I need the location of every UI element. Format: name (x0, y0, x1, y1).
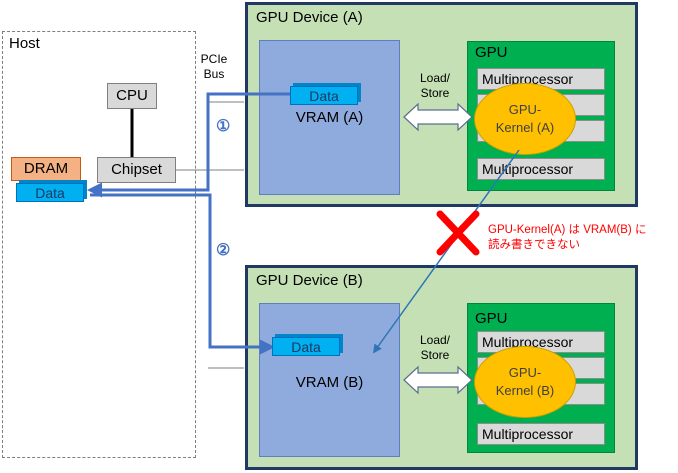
gpu-kernel-a-line2: Kernel (A) (495, 120, 555, 135)
multiprocessor-a-top-label: Multiprocessor (482, 71, 574, 87)
cpu-label: CPU (116, 87, 148, 104)
gpu-kernel-b (474, 346, 576, 418)
dram-box (11, 157, 81, 181)
gpu-b-label: GPU (475, 310, 508, 327)
gpu-device-b-title: GPU Device (B) (256, 272, 363, 289)
error-note-line2: 読み書きできない (488, 239, 580, 251)
load-store-a-line2: Store (420, 86, 450, 100)
multiprocessor-b-bottom-label: Multiprocessor (482, 426, 574, 442)
host-box (2, 31, 196, 458)
dram-label: DRAM (23, 160, 69, 177)
host-title: Host (9, 35, 40, 52)
chipset-box (97, 157, 176, 183)
vram-a-data-block (290, 86, 358, 105)
gpu-device-a-title: GPU Device (A) (256, 9, 363, 26)
cpu-box (107, 83, 157, 109)
gpu-kernel-a-line1: GPU- (508, 102, 542, 117)
load-store-arrow-a (403, 102, 473, 132)
pcie-bus-label-line1: PCIe (200, 52, 228, 66)
vram-a-data-label: Data (309, 88, 339, 104)
vram-b-label: VRAM (B) (295, 374, 364, 391)
multiprocessor-b-top-label: Multiprocessor (482, 334, 574, 350)
gpu-a-label: GPU (475, 44, 508, 61)
gpu-kernel-b-line2: Kernel (B) (495, 383, 555, 398)
transfer-path-2 (90, 193, 275, 355)
vram-b-data-block (272, 337, 340, 356)
vram-b (259, 303, 400, 457)
chipset-label: Chipset (111, 161, 162, 178)
error-note-line1: GPU-Kernel(A) は VRAM(B) に (488, 224, 647, 236)
multiprocessor-a-bottom-label: Multiprocessor (482, 161, 574, 177)
vram-b-data-label: Data (291, 339, 321, 355)
vram-a-label: VRAM (A) (295, 109, 364, 126)
gpu-kernel-b-line1: GPU- (508, 365, 542, 380)
pcie-bus-label-line2: Bus (203, 67, 225, 81)
cross-mark-stroke-2 (436, 210, 480, 256)
load-store-a-line1: Load/ (419, 71, 451, 85)
transfer-path-1 (87, 92, 290, 198)
load-store-b-line2: Store (420, 348, 450, 362)
host-data-block (16, 183, 84, 202)
multiprocessor-b-bottom (477, 423, 605, 445)
gpu-kernel-a (474, 83, 576, 155)
kernel-a-to-vram-b-arrow (372, 149, 520, 354)
load-store-b-line1: Load/ (419, 333, 451, 347)
step-1-marker: ① (216, 118, 231, 135)
step-2-marker: ② (216, 242, 231, 259)
host-data-label: Data (35, 185, 65, 201)
load-store-arrow-b (403, 365, 473, 395)
vram-a (259, 40, 400, 195)
